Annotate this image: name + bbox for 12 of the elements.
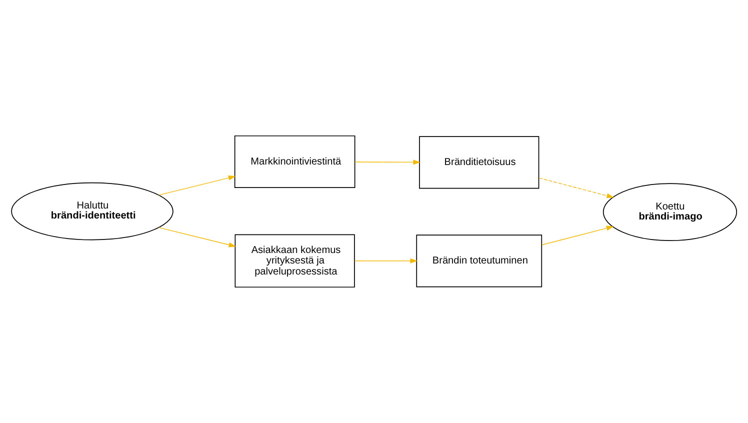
arrow [158,227,236,248]
node-box: Bränditietoisuus [419,136,540,189]
arrow [542,226,614,246]
node-ellipse: Koettu brändi-imago [602,183,738,241]
node-box: Brändin toteutuminen [416,234,542,288]
arrow [354,160,420,165]
node-box: Markkinointiviestintä [234,135,356,188]
arrow [354,258,418,264]
arrow [158,175,236,196]
node-box: Asiakkaan kokemus yrityksestä ja palveluprosessista [234,234,355,288]
arrow [538,178,614,198]
node-ellipse: Haluttu brändi-identiteetti [11,182,174,240]
